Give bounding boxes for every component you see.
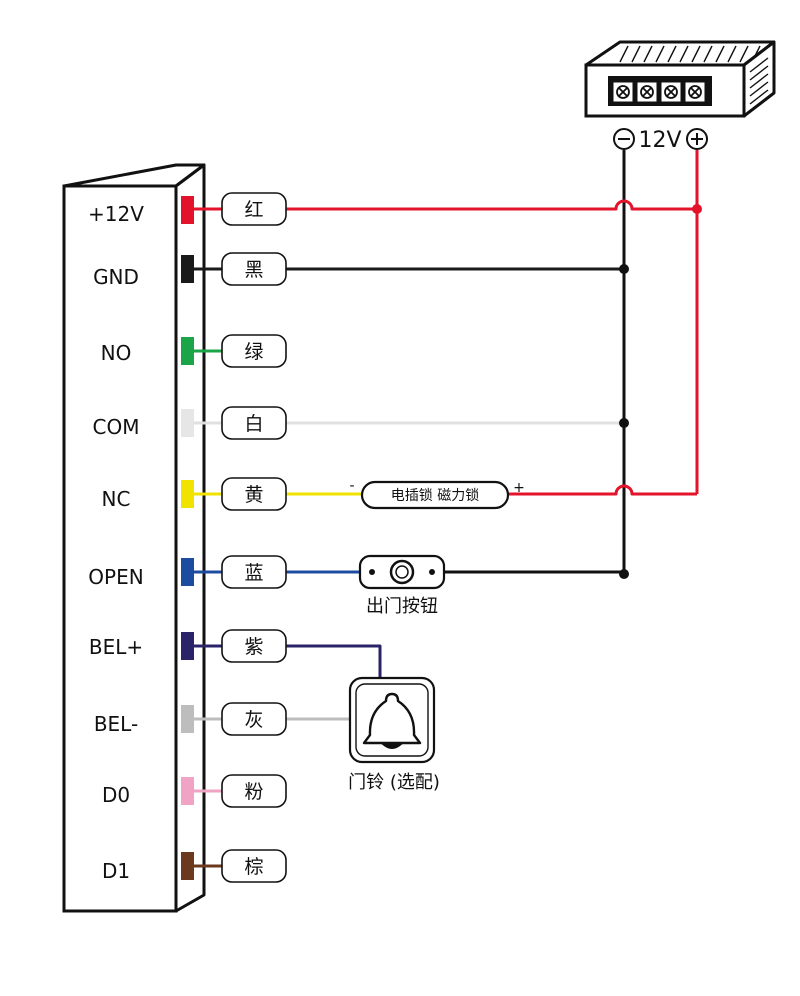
tag-yellow: 黄 [244, 484, 263, 506]
lock-minus-label: - [349, 478, 354, 494]
tag-gray: 灰 [244, 709, 263, 731]
purple-wire [286, 644, 382, 678]
tag-pink: 粉 [244, 781, 263, 803]
lock-label: 电插锁 磁力锁 [391, 488, 479, 504]
lock-plus-label: + [513, 480, 525, 496]
doorbell-caption: 门铃 (选配) [348, 772, 440, 793]
tag-purple: 紫 [244, 636, 263, 658]
pin-label-open: OPEN [88, 565, 143, 589]
pin-labels: +12V GND NO COM NC OPEN BEL+ BEL- D0 D1 [88, 202, 144, 883]
color-tags: 红 黑 绿 白 黄 蓝 紫 灰 粉 棕 [221, 192, 287, 883]
psu-plus-terminal-icon [686, 128, 708, 150]
electric-lock: 电插锁 磁力锁 - + [349, 478, 525, 510]
pin-label-d1: D1 [102, 859, 130, 883]
psu-voltage-label: 12V [638, 128, 681, 153]
psu-minus-terminal-icon [613, 128, 635, 150]
tag-black: 黑 [244, 259, 263, 281]
red-wire [286, 199, 697, 211]
wire-swatches [181, 196, 194, 880]
red-junction-dot [692, 204, 702, 214]
pin-label-com: COM [93, 415, 140, 439]
power-supply: 12V [584, 40, 776, 153]
tag-white: 白 [244, 413, 263, 435]
exit-button [358, 554, 446, 590]
junction-dots [619, 264, 629, 579]
terminal-block [608, 76, 712, 106]
lock-positive-wire [508, 484, 697, 496]
pin-label-bel-minus: BEL- [94, 712, 138, 736]
pin-label-d0: D0 [102, 783, 130, 807]
tag-brown: 棕 [244, 856, 263, 878]
tag-blue: 蓝 [244, 562, 263, 584]
tag-red: 红 [244, 199, 263, 221]
exit-button-caption: 出门按钮 [366, 596, 438, 617]
bell-icon [362, 692, 422, 749]
pin-label-bel-plus: BEL+ [89, 635, 143, 659]
push-button-icon [389, 559, 415, 585]
pin-label-gnd: GND [93, 265, 139, 289]
pin-label-nc: NC [102, 487, 131, 511]
pin-label-no: NO [101, 341, 132, 365]
pin-label-12v: +12V [88, 202, 144, 226]
doorbell [348, 676, 436, 764]
tag-green: 绿 [244, 341, 263, 363]
